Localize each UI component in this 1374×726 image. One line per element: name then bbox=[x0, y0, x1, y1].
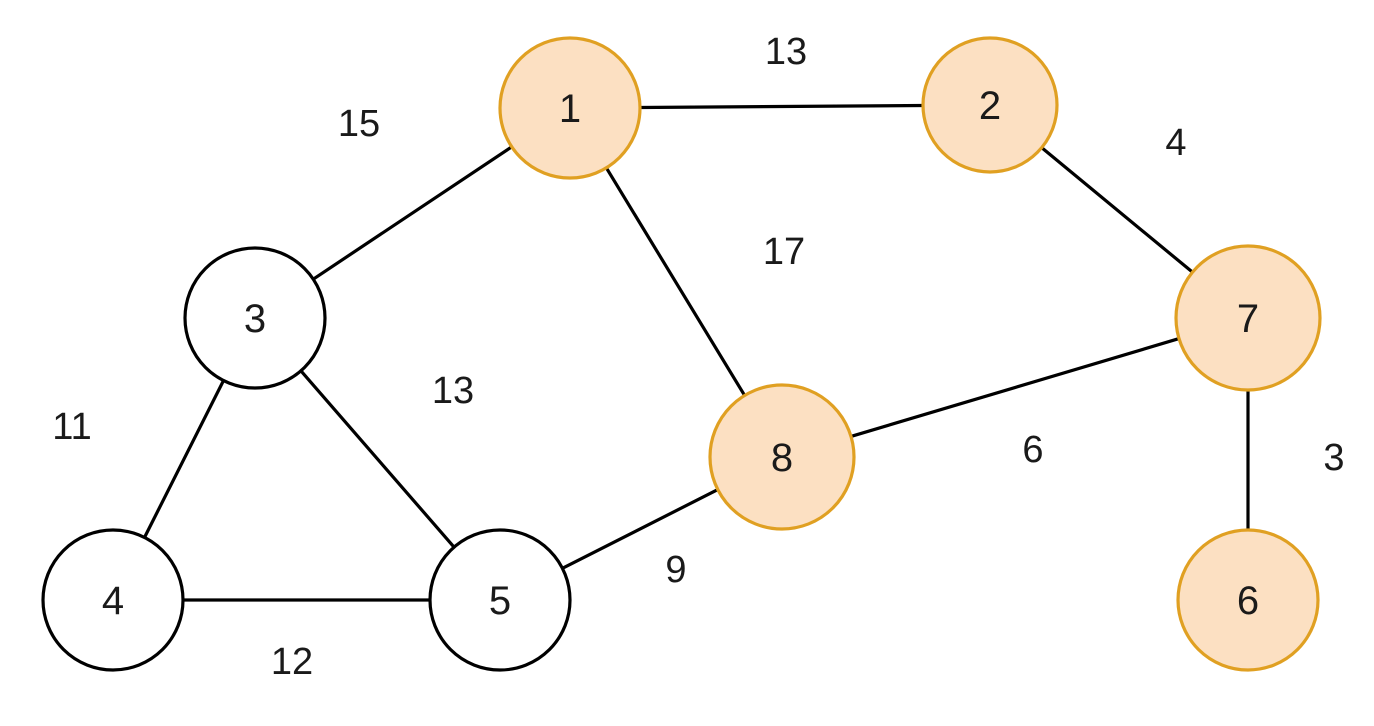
edges-layer bbox=[142, 103, 1250, 602]
graph-node-6[interactable]: 6 bbox=[1176, 528, 1320, 672]
node-circle-8[interactable] bbox=[708, 383, 856, 531]
node-circle-5[interactable] bbox=[428, 528, 572, 672]
node-label-5: 5 bbox=[489, 579, 511, 623]
graph-edge bbox=[299, 369, 456, 549]
edge-weight-label: 3 bbox=[1323, 437, 1344, 479]
edge-weight-label: 12 bbox=[271, 641, 313, 683]
node-label-6: 6 bbox=[1237, 579, 1259, 623]
graph-node-2[interactable]: 2 bbox=[921, 36, 1059, 174]
node-circle-3[interactable] bbox=[183, 246, 327, 390]
node-label-8: 8 bbox=[771, 436, 793, 480]
node-circle-4[interactable] bbox=[41, 528, 185, 672]
edge-weight-label: 17 bbox=[763, 231, 805, 273]
graph-node-4[interactable]: 4 bbox=[41, 528, 185, 672]
edge-weight-label: 15 bbox=[338, 103, 380, 145]
graph-edge bbox=[1040, 146, 1195, 274]
edge-weight-label: 11 bbox=[52, 406, 91, 448]
node-label-3: 3 bbox=[244, 297, 266, 341]
nodes-layer: 1 2 3 4 5 6 7 8 bbox=[41, 36, 1322, 672]
node-label-2: 2 bbox=[979, 84, 1001, 128]
graph-node-8[interactable]: 8 bbox=[708, 383, 856, 531]
graph-node-5[interactable]: 5 bbox=[428, 528, 572, 672]
node-circle-7[interactable] bbox=[1174, 244, 1322, 392]
graph-edge bbox=[311, 145, 514, 281]
node-circle-1[interactable] bbox=[498, 36, 642, 180]
graph-edge bbox=[849, 336, 1181, 439]
graph-edge bbox=[604, 166, 747, 398]
graph-edge bbox=[638, 103, 925, 110]
graph-node-7[interactable]: 7 bbox=[1174, 244, 1322, 392]
node-label-7: 7 bbox=[1237, 297, 1259, 341]
node-circle-2[interactable] bbox=[921, 36, 1059, 174]
graph-edge bbox=[560, 487, 720, 570]
graph-edge bbox=[142, 378, 226, 540]
node-label-1: 1 bbox=[559, 87, 581, 131]
edge-weight-label: 13 bbox=[765, 31, 807, 73]
edge-weight-label: 9 bbox=[665, 549, 686, 591]
edge-weight-label: 13 bbox=[432, 370, 474, 412]
edge-weight-label: 6 bbox=[1022, 429, 1043, 471]
node-circle-6[interactable] bbox=[1176, 528, 1320, 672]
graph-node-3[interactable]: 3 bbox=[183, 246, 327, 390]
node-label-4: 4 bbox=[102, 579, 124, 623]
graph-node-1[interactable]: 1 bbox=[498, 36, 642, 180]
edge-weight-label: 4 bbox=[1165, 122, 1186, 164]
